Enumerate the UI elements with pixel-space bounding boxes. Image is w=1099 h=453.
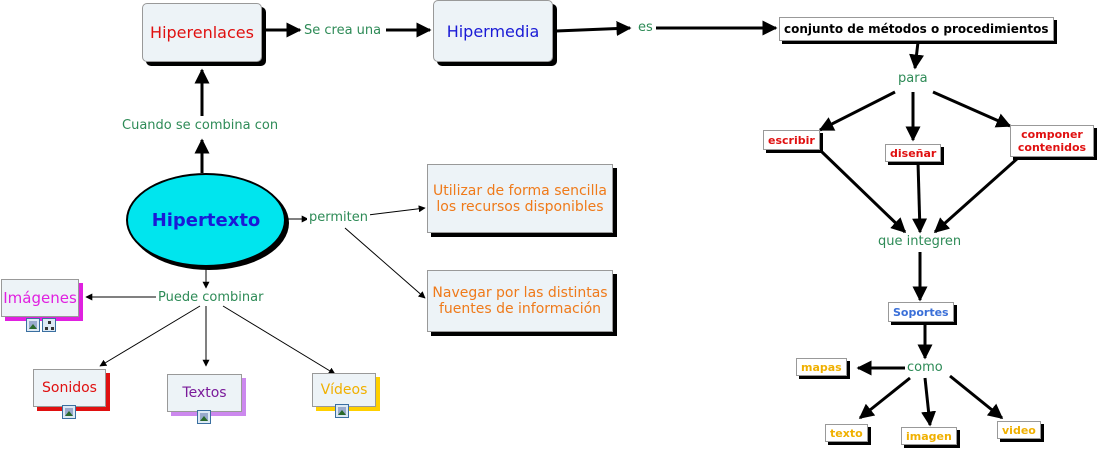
videos-node[interactable]: Vídeos — [312, 373, 376, 407]
disenar-node[interactable]: diseñar — [885, 144, 942, 162]
link-permiten: permiten — [307, 210, 370, 225]
link-puede-combinar: Puede combinar — [156, 290, 266, 305]
textos-node[interactable]: Textos — [167, 374, 242, 412]
image-icon[interactable] — [335, 404, 349, 418]
navegar-node[interactable]: Navegar por las distintas fuentes de inf… — [427, 270, 613, 332]
texto-node[interactable]: texto — [825, 424, 868, 442]
soportes-node[interactable]: Soportes — [888, 302, 954, 322]
image-icon[interactable] — [62, 405, 76, 419]
link-como: como — [905, 360, 945, 375]
link-que-integren: que integren — [876, 234, 964, 249]
link-se-crea-una: Se crea una — [302, 23, 384, 38]
link-cuando-se-combina: Cuando se combina con — [120, 118, 281, 133]
hiperenlaces-node[interactable]: Hiperenlaces — [142, 3, 262, 62]
link-para: para — [896, 71, 930, 86]
video-node[interactable]: video — [997, 421, 1041, 439]
imagenes-node[interactable]: Imágenes — [1, 279, 79, 317]
image-icon[interactable] — [197, 410, 211, 424]
hipermedia-node[interactable]: Hipermedia — [433, 0, 553, 62]
sonidos-node[interactable]: Sonidos — [33, 369, 106, 407]
escribir-node[interactable]: escribir — [763, 130, 820, 150]
link-es: es — [636, 20, 655, 35]
hipertexto-node[interactable]: Hipertexto — [126, 173, 286, 267]
conjunto-node[interactable]: conjunto de métodos o procedimientos — [779, 17, 1054, 41]
imagen-node[interactable]: imagen — [901, 427, 957, 445]
utilizar-node[interactable]: Utilizar de forma sencilla los recursos … — [427, 164, 613, 233]
componer-node[interactable]: componer contenidos — [1010, 125, 1094, 157]
image-icon[interactable] — [26, 318, 40, 332]
network-icon[interactable] — [42, 318, 56, 332]
mapas-node[interactable]: mapas — [796, 358, 847, 376]
